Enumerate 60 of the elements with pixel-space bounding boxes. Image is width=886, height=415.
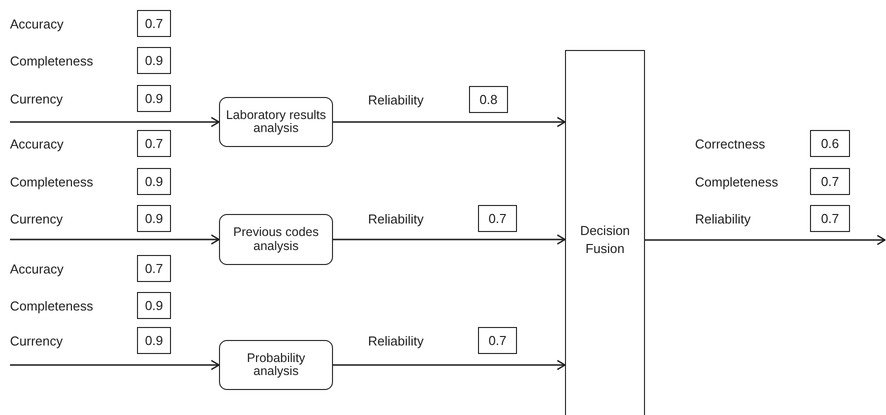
- arrow: [333, 116, 566, 128]
- attribute-label: Completeness: [695, 174, 778, 189]
- attribute-label: Reliability: [695, 211, 751, 226]
- arrow: [10, 234, 220, 245]
- attribute-label: Currency: [10, 333, 63, 348]
- score-box: [137, 47, 171, 74]
- score-box: [478, 327, 517, 354]
- attribute-label: Currency: [10, 91, 63, 106]
- score-value: 0.9: [144, 53, 164, 68]
- score-box: [810, 205, 850, 232]
- attribute-label: Completeness: [10, 298, 94, 313]
- process-box: [219, 340, 333, 390]
- attribute-label: Currency: [10, 211, 63, 226]
- score-value: 0.8: [479, 92, 498, 107]
- score-value: 0.9: [144, 333, 164, 348]
- score-box: [137, 85, 171, 112]
- score-box: [137, 10, 171, 37]
- score-box: [810, 168, 850, 195]
- score-value: 0.7: [488, 211, 507, 226]
- attribute-label: Reliability: [368, 211, 424, 226]
- arrow: [10, 116, 220, 128]
- attribute-label: Reliability: [368, 333, 424, 348]
- score-value: 0.7: [144, 136, 164, 151]
- attribute-label: Accuracy: [10, 261, 64, 276]
- score-box: [137, 130, 171, 157]
- score-value: 0.6: [820, 136, 840, 151]
- score-box: [478, 205, 517, 232]
- score-value: 0.7: [488, 333, 507, 348]
- score-box: [469, 86, 508, 113]
- score-value: 0.9: [144, 211, 164, 226]
- score-value: 0.7: [820, 174, 840, 189]
- node-label: Probability analysis: [246, 352, 306, 378]
- attribute-label: Accuracy: [10, 16, 64, 31]
- process-box: [219, 97, 333, 147]
- score-value: 0.7: [820, 211, 840, 226]
- node-label: Previous codes analysis: [232, 226, 320, 253]
- score-box: [137, 292, 171, 319]
- arrow: [333, 360, 566, 370]
- attribute-label: Correctness: [695, 136, 766, 151]
- score-value: 0.7: [144, 261, 164, 276]
- score-box: [137, 255, 171, 282]
- node-label: Laboratory results analysis: [224, 108, 328, 136]
- score-box: [137, 327, 171, 354]
- arrow: [645, 234, 886, 246]
- score-box: [137, 168, 171, 195]
- arrow: [10, 360, 220, 370]
- score-value: 0.7: [144, 16, 164, 31]
- attribute-label: Completeness: [10, 174, 94, 189]
- process-box: [219, 214, 333, 265]
- score-box: [810, 130, 850, 157]
- attribute-label: Reliability: [368, 92, 424, 107]
- score-value: 0.9: [144, 174, 164, 189]
- arrow: [333, 234, 566, 245]
- fusion-box: [565, 50, 645, 415]
- attribute-label: Accuracy: [10, 136, 64, 151]
- score-value: 0.9: [144, 298, 164, 313]
- node-label: Decision Fusion: [579, 222, 631, 258]
- score-box: [137, 205, 171, 232]
- score-value: 0.9: [144, 91, 164, 106]
- attribute-label: Completeness: [10, 53, 94, 68]
